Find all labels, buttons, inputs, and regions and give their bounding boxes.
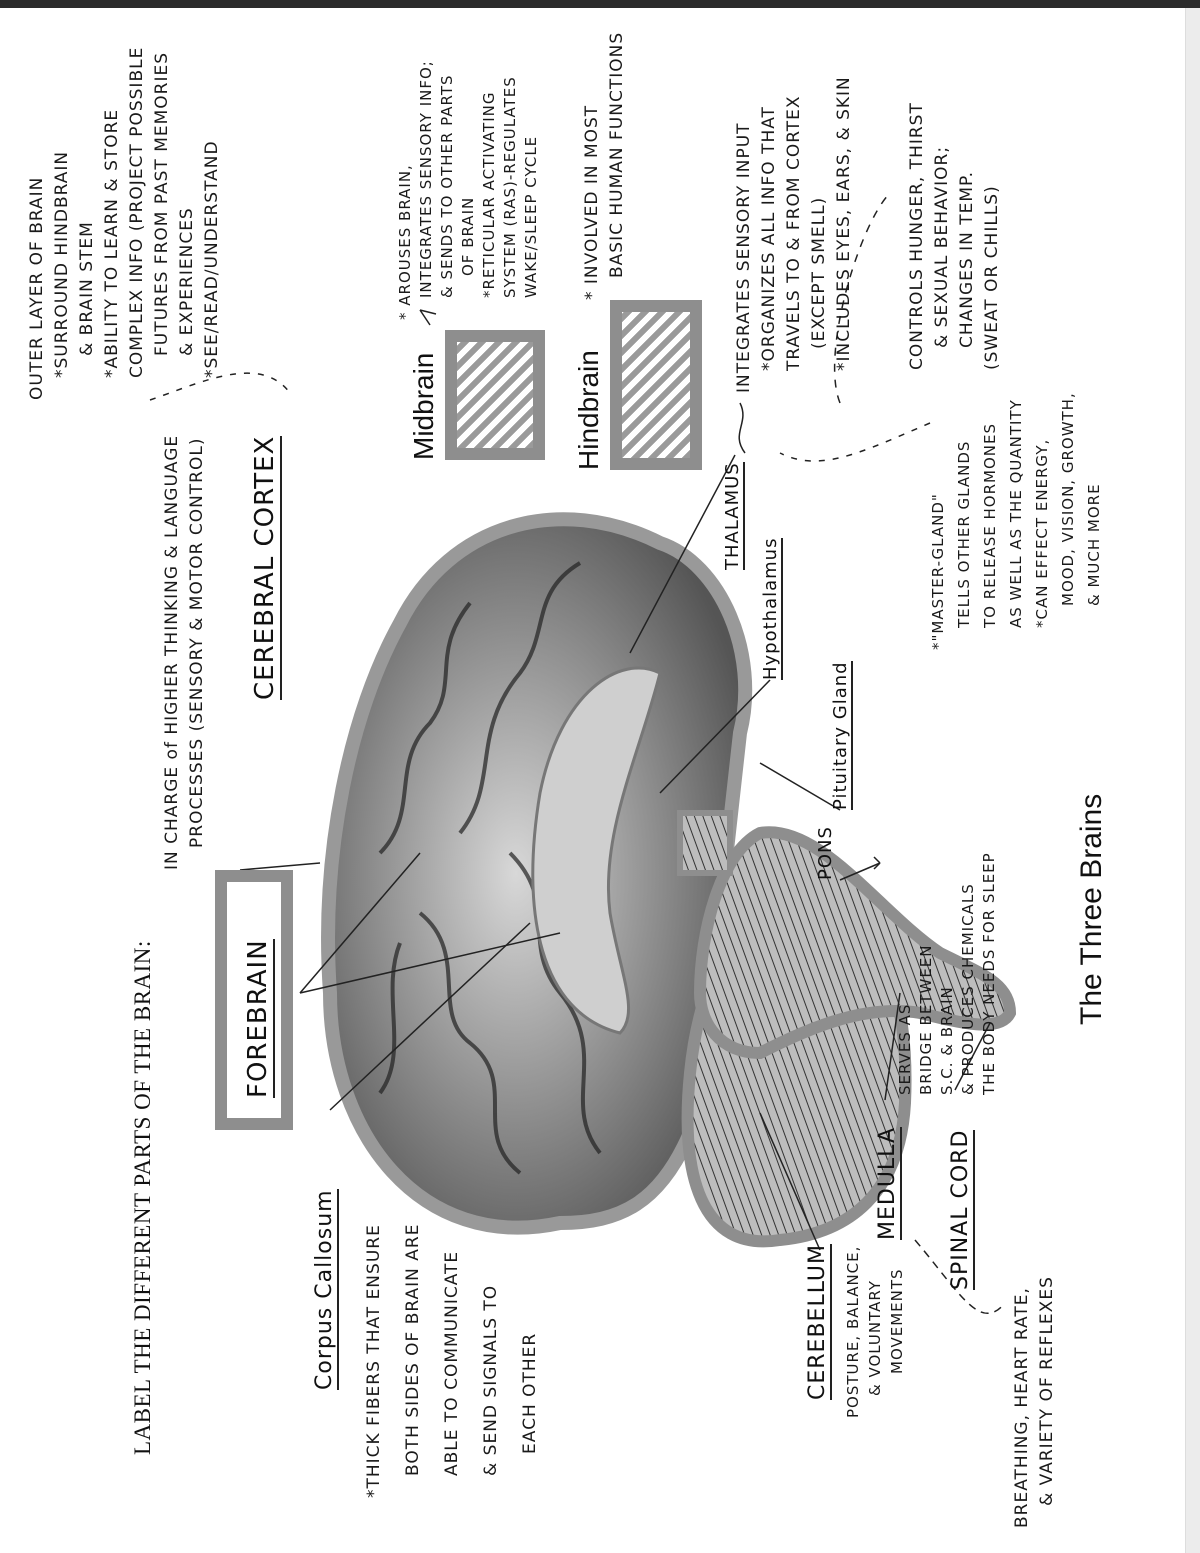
note-line: WAKE/SLEEP CYCLE: [522, 135, 540, 298]
note-line: *CAN EFFECT ENERGY,: [1033, 438, 1051, 628]
note-line: TO RELEASE HORMONES: [981, 423, 999, 628]
note-line: *ABILITY TO LEARN & STORE: [102, 108, 122, 378]
note-line: SYSTEM (RAS)-REGULATES: [501, 76, 519, 298]
pituitary-gland-label: Pituitary Gland: [830, 661, 853, 810]
note-line: BASIC HUMAN FUNCTIONS: [607, 31, 627, 278]
note-line: MOOD, VISION, GROWTH,: [1059, 392, 1077, 606]
note-line: COMPLEX INFO (PROJECT POSSIBLE: [127, 46, 147, 378]
pituitary-notes: *"MASTER-GLAND" TELLS OTHER GLANDS TO RE…: [925, 392, 1107, 650]
note-line: CHANGES IN TEMP.: [957, 170, 977, 348]
note-line: & VOLUNTARY: [866, 1280, 884, 1396]
leader-lines: [149, 192, 1006, 1315]
note-line: TRAVELS TO & FROM CORTEX: [784, 95, 804, 371]
note-line: BRIDGE BETWEEN: [917, 944, 935, 1096]
midbrain-label: Midbrain: [408, 352, 439, 460]
note-line: * AROUSES BRAIN,: [396, 164, 414, 320]
midbrain-key-box: [445, 330, 545, 460]
cerebellum-label: CEREBELLUM: [805, 1244, 832, 1400]
note-line: OF BRAIN: [459, 196, 477, 276]
note-line: INTEGRATES SENSORY INPUT: [734, 122, 754, 393]
note-line: THE BODY NEEDS FOR SLEEP: [980, 852, 998, 1095]
pons-notes: SERVES AS BRIDGE BETWEEN S.C. & BRAIN & …: [895, 852, 1000, 1095]
note-line: EACH OTHER: [520, 1332, 540, 1454]
pons-label: PONS: [815, 826, 836, 880]
note-line: *SEE/READ/UNDERSTAND: [202, 140, 222, 378]
medulla-label: MEDULLA: [875, 1127, 902, 1240]
page-title: LABEL THE DIFFERENT PARTS OF THE BRAIN:: [130, 940, 155, 1455]
note-line: BOTH SIDES OF BRAIN ARE: [403, 1223, 423, 1476]
midbrain-region: [677, 810, 733, 876]
thalamus-label: THALAMUS: [722, 462, 745, 570]
note-line: & SEND SIGNALS TO: [481, 1284, 501, 1476]
forebrain-label: FOREBRAIN: [243, 939, 275, 1098]
note-line: S.C. & BRAIN: [938, 986, 956, 1095]
note-line: *RETICULAR ACTIVATING: [480, 91, 498, 298]
note-line: FUTURES FROM PAST MEMORIES: [152, 51, 172, 356]
note-line: *SURROUND HINDBRAIN: [52, 150, 72, 378]
spinal-cord-label: SPINAL CORD: [948, 1129, 975, 1290]
note-line: *THICK FIBERS THAT ENSURE: [364, 1224, 384, 1498]
note-line: & VARIETY OF REFLEXES: [1037, 1276, 1057, 1506]
note-line: IN CHARGE of HIGHER THINKING & LANGUAGE: [162, 434, 182, 870]
note-line: POSTURE, BALANCE,: [844, 1245, 862, 1418]
note-line: MOVEMENTS: [888, 1268, 906, 1374]
note-line: *INCLUDES EYES, EARS, & SKIN: [834, 76, 854, 371]
note-line: TELLS OTHER GLANDS: [955, 440, 973, 628]
note-line: * INVOLVED IN MOST: [582, 104, 602, 300]
note-line: & MUCH MORE: [1085, 483, 1103, 606]
brainstem-shape: [693, 826, 1017, 1060]
note-line: & SENDS TO OTHER PARTS: [438, 74, 456, 298]
midbrain-notes: * AROUSES BRAIN, INTEGRATES SENSORY INFO…: [395, 60, 542, 320]
forebrain-box: FOREBRAIN: [215, 870, 293, 1130]
corpus-callosum-notes: *THICK FIBERS THAT ENSURE BOTH SIDES OF …: [355, 1224, 550, 1498]
note-line: (SWEAT OR CHILLS): [982, 185, 1002, 370]
cerebral-cortex-label: CEREBRAL CORTEX: [250, 435, 282, 700]
corpus-callosum-label: Corpus Callosum: [312, 1189, 339, 1390]
note-line: *ORGANIZES ALL INFO THAT: [759, 106, 779, 371]
note-line: PROCESSES (SENSORY & MOTOR CONTROL): [187, 437, 207, 848]
hindbrain-label: Hindbrain: [573, 350, 604, 470]
forebrain-notes: IN CHARGE of HIGHER THINKING & LANGUAGE …: [160, 435, 210, 870]
thalamus-notes: INTEGRATES SENSORY INPUT *ORGANIZES ALL …: [732, 76, 857, 393]
note-line: INTEGRATES SENSORY INFO;: [417, 60, 435, 298]
note-line: SERVES AS: [896, 1003, 914, 1095]
medulla-notes: BREATHING, HEART RATE, & VARIETY OF REFL…: [1010, 1276, 1060, 1528]
note-line: CONTROLS HUNGER, THIRST: [907, 102, 927, 370]
corpus-callosum-arc: [531, 666, 662, 1035]
hindbrain-notes: * INVOLVED IN MOST BASIC HUMAN FUNCTIONS: [580, 32, 630, 300]
note-line: & EXPERIENCES: [177, 207, 197, 356]
hypothalamus-label: Hypothalamus: [760, 537, 783, 680]
note-line: & PRODUCES CHEMICALS: [959, 883, 977, 1095]
note-line: & BRAIN STEM: [77, 221, 97, 356]
note-line: BREATHING, HEART RATE,: [1012, 1287, 1032, 1528]
note-line: AS WELL AS THE QUANTITY: [1007, 399, 1025, 628]
note-line: OUTER LAYER OF BRAIN: [27, 176, 47, 400]
cerebral-cortex-notes: OUTER LAYER OF BRAIN *SURROUND HINDBRAIN…: [25, 47, 225, 400]
note-line: *"MASTER-GLAND": [929, 493, 947, 650]
scanner-edge-right: [1185, 8, 1200, 1553]
hypothalamus-notes: CONTROLS HUNGER, THIRST & SEXUAL BEHAVIO…: [905, 102, 1005, 370]
caption-three-brains: The Three Brains: [1075, 793, 1108, 1025]
hindbrain-key-box: [610, 300, 702, 470]
note-line: ABLE TO COMMUNICATE: [442, 1250, 462, 1476]
note-line: & SEXUAL BEHAVIOR;: [932, 145, 952, 348]
cerebellum-notes: POSTURE, BALANCE, & VOLUNTARY MOVEMENTS: [842, 1246, 908, 1418]
note-line: (EXCEPT SMELL): [809, 196, 829, 349]
gyri-lines: [378, 561, 602, 1175]
scanner-edge-bar: [0, 0, 1200, 8]
